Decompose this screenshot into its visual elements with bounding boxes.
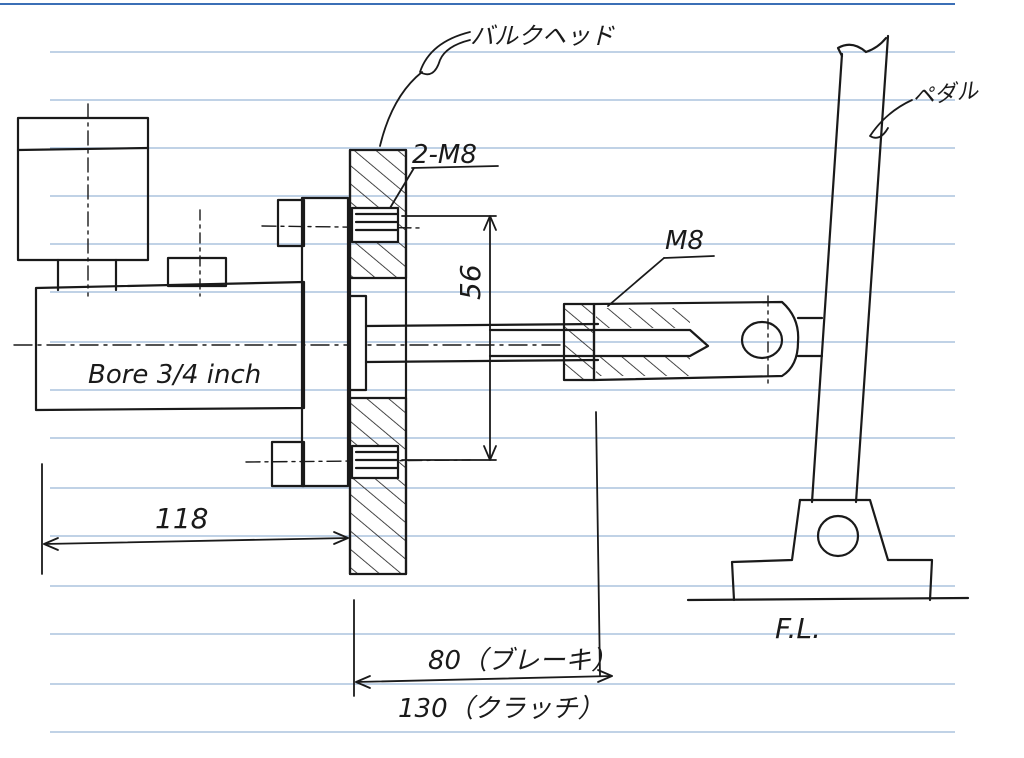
master-cylinder-body [13,280,561,412]
callout-leaders [379,31,913,307]
brake-rod-dimension: 80（ブレーキ） [428,646,618,676]
ruled-paper-lines [0,3,955,733]
reservoir-box [16,103,228,297]
pedal-label: ペダル [911,78,980,111]
cylinder-length-dimension: 118 [155,502,209,535]
clevis-thread-label: M8 [665,226,704,256]
bolt-spacing-dimension: 56 [454,264,487,300]
bolt-spec-label: 2-M8 [412,140,477,170]
clutch-rod-dimension: 130（クラッチ） [398,694,604,724]
bulkhead-label: バルクヘッド [470,22,614,50]
bore-size-label: Bore 3/4 inch [88,360,262,390]
bulkhead-wall [348,148,408,576]
dimension-lines [41,215,613,697]
pedal-arm [686,34,970,602]
pushrod-clevis [364,295,824,389]
floor-line-label: F.L. [775,612,821,645]
